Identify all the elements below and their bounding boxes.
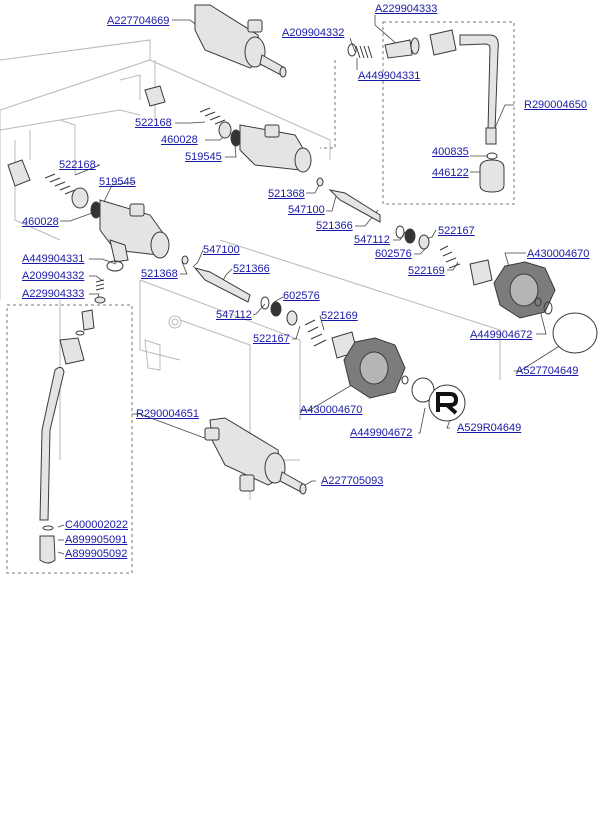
knob-lower	[343, 337, 435, 403]
part-label-460028[interactable]: 460028	[161, 134, 198, 146]
part-label-A529R04649[interactable]: A529R04649	[457, 422, 522, 434]
knob-upper	[493, 261, 598, 354]
part-label-522169[interactable]: 522169	[321, 310, 358, 322]
spring-top	[347, 43, 373, 59]
part-label-521366[interactable]: 521366	[233, 263, 270, 275]
part-label-A227705093[interactable]: A227705093	[321, 475, 384, 487]
part-label-A899905092[interactable]: A899905092	[65, 548, 128, 560]
valve-stem-upper	[316, 177, 493, 286]
tube-fitting-left	[39, 260, 124, 564]
subassembly-boxes	[6, 21, 515, 574]
r-letter-badge-icon	[428, 384, 466, 422]
part-label-522169[interactable]: 522169	[408, 265, 445, 277]
part-label-521368[interactable]: 521368	[268, 188, 305, 200]
part-label-A430004670[interactable]: A430004670	[300, 404, 363, 416]
part-label-A229904333[interactable]: A229904333	[22, 288, 85, 300]
part-label-547100[interactable]: 547100	[288, 204, 325, 216]
part-label-522167[interactable]: 522167	[253, 333, 290, 345]
part-label-522168[interactable]: 522168	[59, 159, 96, 171]
part-label-446122[interactable]: 446122	[432, 167, 469, 179]
part-label-522168[interactable]: 522168	[135, 117, 172, 129]
part-label-522167[interactable]: 522167	[438, 225, 475, 237]
part-label-547100[interactable]: 547100	[203, 244, 240, 256]
part-label-A449904331[interactable]: A449904331	[358, 70, 421, 82]
part-label-A899905091[interactable]: A899905091	[65, 534, 128, 546]
part-label-602576[interactable]: 602576	[283, 290, 320, 302]
part-label-A449904331[interactable]: A449904331	[22, 253, 85, 265]
part-label-547112[interactable]: 547112	[216, 309, 252, 321]
cylinder-body-top	[194, 4, 287, 78]
part-label-521366[interactable]: 521366	[316, 220, 353, 232]
cylinder-body-middle	[144, 85, 312, 173]
part-label-521368[interactable]: 521368	[141, 268, 178, 280]
part-label-519545[interactable]: 519545	[185, 151, 222, 163]
part-label-400835[interactable]: 400835	[432, 146, 469, 158]
part-label-A449904672[interactable]: A449904672	[350, 427, 413, 439]
cylinder-body-left	[7, 159, 170, 263]
cylinder-body-bottom	[204, 417, 307, 495]
part-label-519545[interactable]: 519545	[99, 176, 136, 188]
part-label-602576[interactable]: 602576	[375, 248, 412, 260]
part-label-460028[interactable]: 460028	[22, 216, 59, 228]
part-label-A449904672[interactable]: A449904672	[470, 329, 533, 341]
part-label-R290004651[interactable]: R290004651	[136, 408, 200, 420]
part-label-547112[interactable]: 547112	[354, 234, 390, 246]
part-label-A209904332[interactable]: A209904332	[282, 27, 345, 39]
valve-stem-lower	[181, 255, 358, 359]
part-label-A209904332[interactable]: A209904332	[22, 270, 85, 282]
tube-fitting-top	[384, 29, 505, 193]
part-label-R290004650[interactable]: R290004650	[524, 99, 588, 111]
part-label-C400002022[interactable]: C400002022	[65, 519, 129, 531]
part-label-A229904333[interactable]: A229904333	[375, 3, 438, 15]
part-label-A227704669[interactable]: A227704669	[107, 15, 170, 27]
part-label-A430004670[interactable]: A430004670	[527, 248, 590, 260]
part-label-A527704649[interactable]: A527704649	[516, 365, 579, 377]
